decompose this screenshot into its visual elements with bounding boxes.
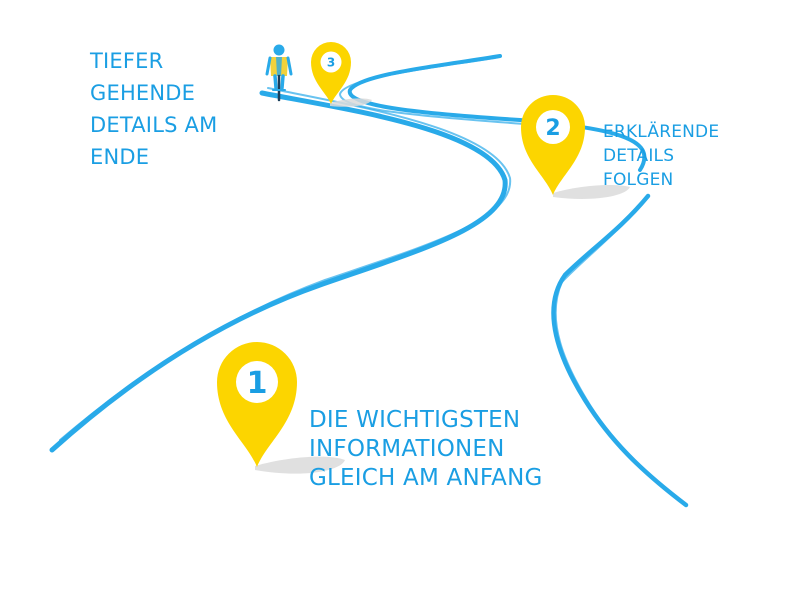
pin-1-shadow (255, 456, 345, 474)
road-stroke-far-texture (339, 57, 526, 125)
pin-2-icon: 2 (521, 95, 585, 195)
cyclist-icon (265, 44, 293, 102)
pin-3-number: 3 (327, 56, 335, 70)
winding-road (49, 54, 689, 508)
pin-shadows (255, 98, 630, 474)
road-stroke-right-texture (554, 204, 681, 501)
pin-3-label: TIEFER GEHENDE DETAILS AM ENDE (90, 49, 218, 169)
pin-3-icon: 3 (311, 42, 351, 104)
pin-1-icon: 1 (217, 342, 297, 467)
road-stroke-main-texture (59, 87, 512, 441)
pin-3-shadow (330, 98, 372, 107)
pin-2-shadow (553, 185, 630, 199)
pin-1-number: 1 (247, 366, 268, 401)
road-stroke-main (49, 90, 508, 453)
pin-2-label: ERKLÄRENDE DETAILS FOLGEN (603, 122, 720, 190)
pin-1-label: DIE WICHTIGSTEN INFORMATIONEN GLEICH AM … (309, 407, 543, 491)
pin-2-number: 2 (545, 116, 560, 141)
